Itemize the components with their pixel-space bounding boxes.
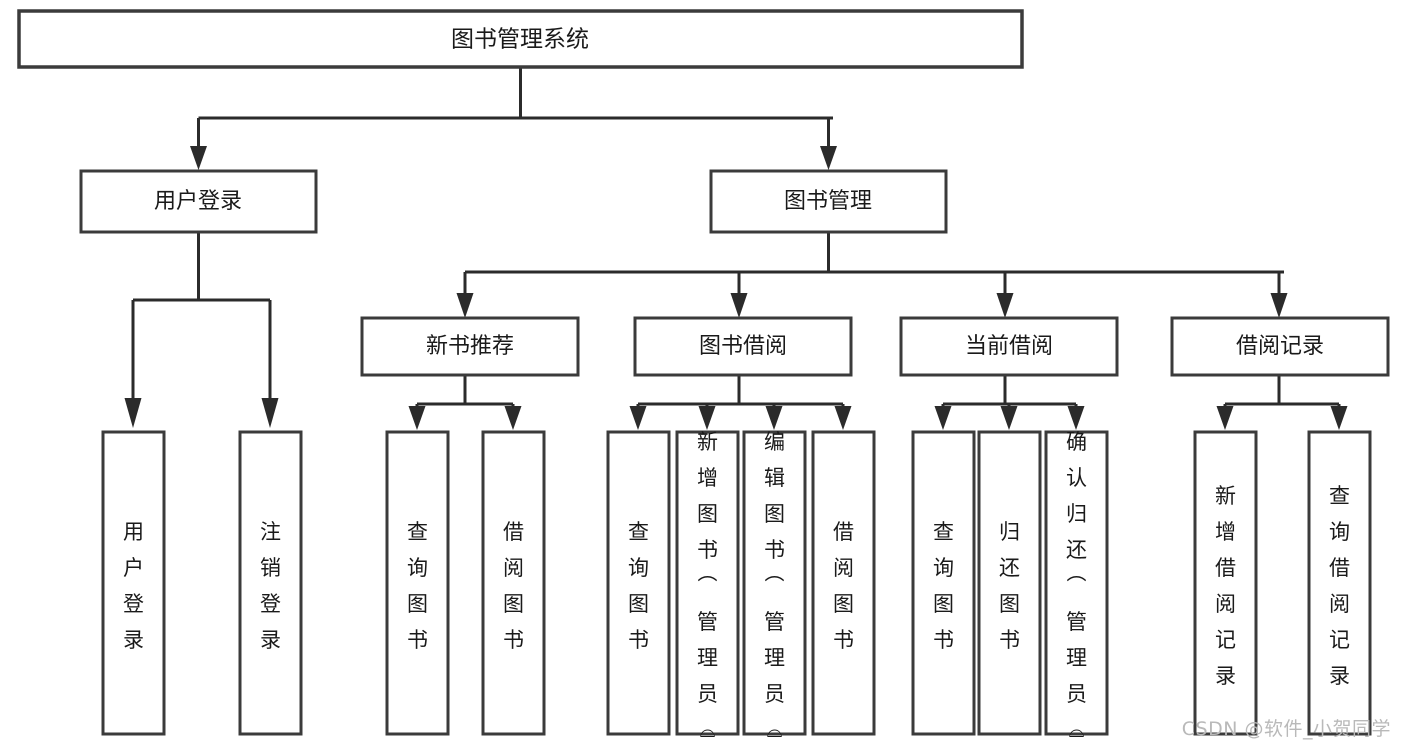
node-root-label: 图书管理系统 — [451, 27, 589, 53]
leaf-confirm-return-label: 确认归还⌒管理员⌓ — [1066, 430, 1087, 742]
arrowhead-leaf-borrow-book-2 — [834, 406, 852, 430]
arrowhead-leaf-logout-login — [261, 398, 279, 428]
leaf-query-book-2-box[interactable] — [606, 430, 671, 736]
node-book-borrow-label: 图书借阅 — [699, 334, 787, 359]
arrowhead-leaf-query-book-1 — [408, 406, 426, 430]
arrowhead-borrow-record — [1270, 293, 1288, 318]
arrowhead-leaf-edit-book — [765, 406, 783, 430]
leaf-query-book-1-label: 查询图书 — [407, 520, 428, 652]
node-user-login-label: 用户登录 — [154, 189, 242, 214]
arrowhead-book-borrow — [730, 293, 748, 318]
leaf-borrow-book-1-box[interactable] — [481, 430, 546, 736]
leaf-query-record-label: 查询借阅记录 — [1329, 484, 1350, 688]
arrowhead-leaf-query-record — [1330, 406, 1348, 430]
arrowhead-leaf-query-book-3 — [934, 406, 952, 430]
leaf-text-layer: 用户登录 注销登录 查询图书 借阅图书 查询图书 新增图书⌒管理员⌓ 编辑图书⌒管理员⌓ 借阅… — [123, 430, 1350, 742]
connectors-layer — [124, 67, 1348, 430]
arrowhead-leaf-add-record — [1216, 406, 1234, 430]
node-current-borrow-box[interactable] — [899, 316, 1119, 377]
node-book-borrow-box[interactable] — [633, 316, 853, 377]
leaf-query-book-3-box[interactable] — [911, 430, 976, 736]
leaf-query-record-box[interactable] — [1307, 430, 1372, 736]
leaf-return-book-label: 归还图书 — [999, 520, 1020, 652]
node-user-login[interactable]: 用户登录 — [79, 169, 318, 234]
node-book-borrow[interactable]: 图书借阅 — [633, 316, 853, 377]
arrowhead-new-book-recommend — [456, 293, 474, 318]
leaf-query-book-1-box[interactable] — [385, 430, 450, 736]
arrowhead-leaf-user-login — [124, 398, 142, 428]
node-borrow-record-label: 借阅记录 — [1236, 334, 1324, 359]
leaf-return-book-box[interactable] — [977, 430, 1042, 736]
leaf-logout-login-box[interactable] — [238, 430, 303, 736]
leaf-borrow-book-1-label: 借阅图书 — [503, 520, 524, 652]
arrowhead-book-manage — [820, 146, 837, 170]
node-new-book-recommend-box[interactable] — [360, 316, 580, 377]
arrowhead-current-borrow — [996, 293, 1014, 318]
leaf-add-book-box[interactable] — [675, 430, 740, 736]
leaf-user-login-label: 用户登录 — [123, 520, 144, 652]
leaf-edit-book-label: 编辑图书⌒管理员⌓ — [764, 430, 785, 742]
leaf-add-record-box[interactable] — [1193, 430, 1258, 736]
node-user-login-box[interactable] — [79, 169, 318, 234]
leaf-nodes-layer — [101, 430, 1372, 736]
csdn-watermark: CSDN @软件_小贺同学 — [1181, 718, 1391, 740]
node-new-book-recommend[interactable]: 新书推荐 — [360, 316, 580, 377]
node-root-box[interactable] — [17, 9, 1024, 69]
leaf-user-login-box[interactable] — [101, 430, 166, 736]
node-borrow-record[interactable]: 借阅记录 — [1170, 316, 1390, 377]
arrowhead-leaf-borrow-book-1 — [504, 406, 522, 430]
node-book-manage[interactable]: 图书管理 — [709, 169, 948, 234]
arrowhead-leaf-add-book — [698, 406, 716, 430]
node-borrow-record-box[interactable] — [1170, 316, 1390, 377]
node-new-book-recommend-label: 新书推荐 — [426, 334, 514, 359]
node-current-borrow[interactable]: 当前借阅 — [899, 316, 1119, 377]
node-book-manage-box[interactable] — [709, 169, 948, 234]
leaf-logout-login-label: 注销登录 — [260, 520, 281, 652]
leaf-add-book-label: 新增图书⌒管理员⌓ — [697, 430, 718, 742]
leaf-query-book-3-label: 查询图书 — [933, 520, 954, 652]
arrowhead-user-login — [190, 146, 207, 170]
leaf-add-record-label: 新增借阅记录 — [1215, 484, 1236, 688]
leaf-borrow-book-2-label: 借阅图书 — [833, 520, 854, 652]
node-root[interactable]: 图书管理系统 — [17, 9, 1024, 69]
arrowhead-leaf-confirm-return — [1067, 406, 1085, 430]
leaf-edit-book-box[interactable] — [742, 430, 807, 736]
node-current-borrow-label: 当前借阅 — [965, 334, 1053, 359]
node-book-manage-label: 图书管理 — [784, 189, 872, 214]
arrowhead-leaf-query-book-2 — [629, 406, 647, 430]
arrowhead-leaf-return-book — [1000, 406, 1018, 430]
leaf-query-book-2-label: 查询图书 — [628, 520, 649, 652]
leaf-confirm-return-box[interactable] — [1044, 430, 1109, 736]
leaf-borrow-book-2-box[interactable] — [811, 430, 876, 736]
